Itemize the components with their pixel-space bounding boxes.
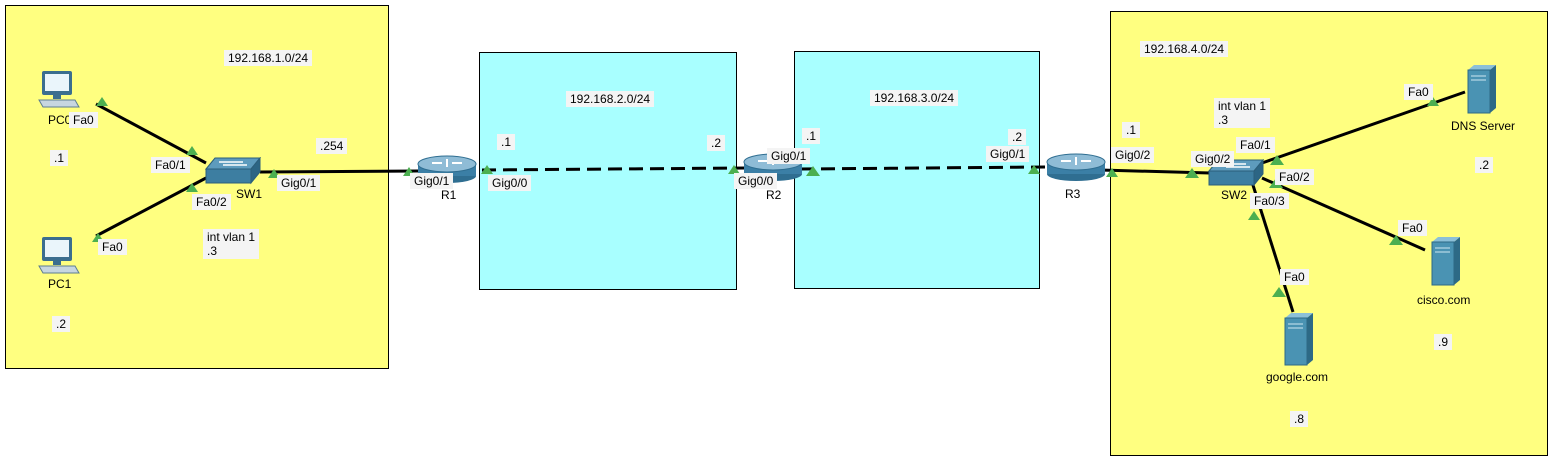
port-label: Gig0/2 [1111, 147, 1155, 163]
lan1-zone [5, 5, 389, 369]
server-icon[interactable] [1283, 312, 1315, 366]
address-label: .1 [50, 150, 69, 166]
device-name-label: R2 [766, 188, 782, 202]
server-icon[interactable] [1430, 236, 1462, 286]
network-label: 192.168.2.0/24 [566, 91, 655, 107]
status-light [806, 166, 820, 176]
pc-icon[interactable] [38, 236, 80, 274]
network-label: 192.168.1.0/24 [224, 50, 313, 66]
port-label: Gig0/2 [1191, 151, 1235, 167]
link-sw1-r1 [259, 169, 419, 174]
port-label: Gig0/0 [488, 175, 532, 191]
network-label: 192.168.4.0/24 [1140, 41, 1229, 57]
status-light [96, 97, 108, 106]
device-name-label: DNS Server [1451, 119, 1516, 133]
vlan-label: int vlan 1 .3 [203, 229, 260, 259]
address-label: .1 [802, 128, 821, 144]
address-label: .1 [497, 134, 516, 150]
vlan-label: int vlan 1 .3 [1214, 98, 1271, 128]
address-label: .9 [1434, 334, 1453, 350]
device-name-label: R1 [441, 188, 457, 202]
address-label: .8 [1290, 411, 1309, 427]
port-label: Fa0 [69, 112, 98, 128]
address-label: .1 [1122, 122, 1141, 138]
port-label: Fa0/2 [1275, 169, 1314, 185]
port-label: Fa0/1 [1236, 137, 1275, 153]
status-light [186, 183, 198, 192]
link-sw2-cisco [1261, 176, 1426, 252]
port-label: Gig0/1 [986, 146, 1030, 162]
status-light [1272, 287, 1286, 297]
status-light [186, 146, 198, 155]
port-label: Fa0 [98, 239, 127, 255]
server-icon[interactable] [1466, 64, 1498, 114]
network-label: 192.168.3.0/24 [870, 90, 959, 106]
device-name-label: PC0 [48, 113, 72, 127]
device-name-label: google.com [1266, 370, 1329, 384]
port-label: Fa0 [1398, 220, 1427, 236]
link-pc1-sw1 [95, 176, 207, 238]
port-label: Gig0/1 [410, 173, 454, 189]
address-label: .2 [1475, 157, 1494, 173]
switch-icon[interactable] [1208, 159, 1264, 187]
address-label: .2 [1008, 129, 1027, 145]
device-name-label: SW2 [1221, 188, 1248, 202]
device-name-label: PC1 [48, 277, 72, 291]
switch-icon[interactable] [205, 157, 261, 185]
port-label: Gig0/0 [734, 173, 778, 189]
address-label: .2 [52, 316, 71, 332]
port-label: Gig0/1 [767, 148, 811, 164]
status-light [1028, 165, 1040, 174]
device-name-label: SW1 [236, 187, 263, 201]
address-label: .254 [316, 138, 348, 154]
router-icon[interactable] [1045, 152, 1107, 182]
link-r2-r3 [799, 165, 1046, 171]
status-light [481, 165, 493, 174]
device-name-label: cisco.com [1417, 293, 1471, 307]
port-label: Fa0 [1404, 84, 1433, 100]
link-r1-r2 [481, 166, 746, 172]
device-name-label: R3 [1065, 187, 1081, 201]
status-light [1270, 155, 1284, 165]
port-label: Fa0/2 [192, 194, 231, 210]
status-light [1248, 211, 1260, 220]
status-light [1185, 168, 1199, 178]
port-label: Fa0/1 [151, 157, 190, 173]
status-light [1106, 168, 1118, 177]
port-label: Gig0/1 [277, 175, 321, 191]
status-light [1427, 97, 1439, 106]
status-light [728, 165, 740, 174]
address-label: .2 [707, 135, 726, 151]
status-light [1389, 235, 1403, 245]
pc-icon[interactable] [38, 70, 80, 108]
port-label: Fa0 [1280, 269, 1309, 285]
port-label: Fa0/3 [1250, 193, 1289, 209]
